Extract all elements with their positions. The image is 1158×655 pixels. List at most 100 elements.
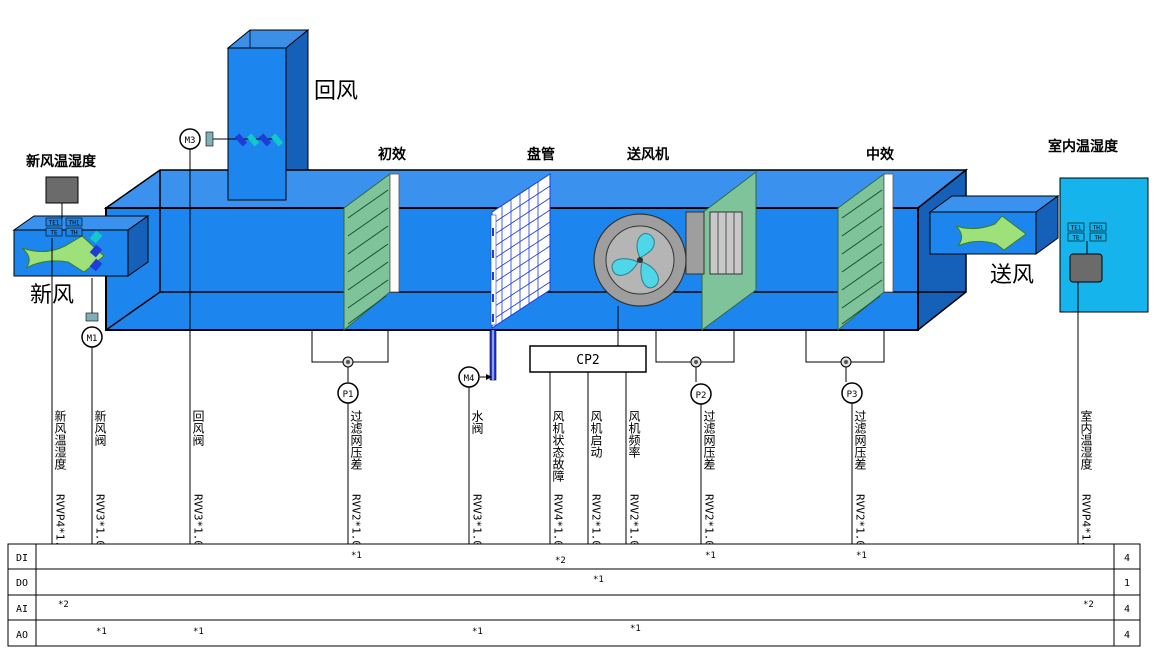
point-name: 回风阀	[191, 410, 205, 447]
io-row-type: DO	[16, 578, 28, 589]
point-name: 风机频率	[627, 410, 641, 458]
fresh-air-damper-icon	[89, 230, 103, 272]
medium-filter-dp-tap	[805, 330, 885, 382]
fresh-air-th-sensor: TE1 TH1 TE TH	[45, 176, 83, 237]
point-name: 风机启动	[589, 410, 603, 458]
io-row-type: AI	[16, 604, 28, 615]
te-tag: TE	[50, 230, 58, 237]
medium-filter-icon	[837, 173, 894, 332]
point-cable: RVVP4*1.0	[54, 494, 67, 554]
point-cable: RVV2*1.0	[703, 494, 716, 547]
svg-text:M4: M4	[464, 374, 475, 384]
io-mark: *2	[555, 556, 566, 566]
point-cable: RVV2*1.0	[628, 494, 641, 547]
point-name: 风机状态故障	[551, 410, 565, 482]
m3-actuator: M3	[179, 128, 201, 150]
supply-air-arrow-icon	[955, 215, 1027, 251]
point-name: 室内温湿度	[1079, 409, 1093, 470]
point-label: 新风阀 RVV3*1.0	[93, 409, 107, 547]
point-name: 过滤网压差	[702, 410, 716, 470]
io-row-count: 4	[1124, 553, 1130, 564]
point-label: 过滤网压差 RVV2*1.0	[853, 410, 867, 547]
io-mark: *1	[705, 551, 716, 561]
p3-sensor: P3	[841, 382, 863, 404]
point-label: 过滤网压差 RVV2*1.0	[349, 410, 363, 547]
cp2-box	[529, 345, 647, 373]
io-row-count: 4	[1124, 604, 1130, 615]
io-mark: *1	[630, 624, 641, 634]
point-labels: 新风温湿度 RVVP4*1.0 新风阀 RVV3*1.0 回风阀 RVV3*1.0 过滤网压…	[53, 409, 1093, 554]
point-cable: RVV2*1.0	[590, 494, 603, 547]
point-cable: RVV3*1.0	[94, 494, 107, 547]
io-table-marks: *1 *2 *2 *1 *1 *1 *1 *1 *1 *1 *2	[58, 551, 1094, 637]
io-mark: *1	[856, 551, 867, 561]
point-cable: RVV4*1.0	[552, 494, 565, 547]
svg-text:P2: P2	[696, 391, 707, 401]
io-mark: *2	[1083, 600, 1094, 610]
indoor-th-tag: TH	[1094, 235, 1102, 242]
p2-sensor: P2	[690, 383, 712, 405]
signal-wires	[51, 149, 1079, 632]
indoor-te-tag: TE	[1072, 235, 1080, 242]
point-name: 新风温湿度	[53, 409, 67, 470]
coil-label: 盘管	[527, 146, 555, 163]
io-mark: *1	[96, 627, 107, 637]
supply-fan-icon	[593, 170, 757, 346]
point-cable: RVV3*1.0	[192, 494, 205, 547]
point-label: 风机状态故障 RVV4*1.0	[551, 410, 565, 547]
point-label: 水阀 RVV3*1.0	[470, 410, 484, 547]
supply-air-label: 送风	[990, 263, 1034, 288]
svg-text:P1: P1	[343, 390, 354, 400]
coil-icon	[489, 173, 551, 381]
point-cable: RVV2*1.0	[854, 494, 867, 547]
primary-filter-dp-tap	[311, 330, 389, 382]
primary-filter-label: 初效	[378, 146, 407, 163]
io-row-type: AO	[16, 630, 28, 641]
indoor-th1-tag: TH1	[1093, 225, 1104, 232]
return-air-label: 回风	[314, 79, 358, 104]
svg-text:M3: M3	[185, 136, 196, 146]
fan-dp-tap	[655, 330, 735, 382]
point-name: 过滤网压差	[853, 410, 867, 470]
fresh-air-th-label: 新风温湿度	[26, 153, 97, 170]
return-air-damper-icon	[205, 131, 284, 147]
indoor-te1-tag: TE1	[1071, 225, 1082, 232]
io-mark: *1	[351, 551, 362, 561]
point-name: 水阀	[470, 410, 484, 435]
m4-actuator: M4	[458, 366, 480, 388]
p1-sensor: P1	[337, 382, 359, 404]
point-name: 过滤网压差	[349, 410, 363, 470]
point-cable: RVVP4*1.0	[1080, 494, 1093, 554]
point-cable: RVV3*1.0	[471, 494, 484, 547]
point-cable: RVV2*1.0	[350, 494, 363, 547]
indoor-th-label: 室内温湿度	[1048, 138, 1119, 155]
point-label: 过滤网压差 RVV2*1.0	[702, 410, 716, 547]
th-tag: TH	[70, 230, 78, 237]
point-label: 风机启动 RVV2*1.0	[589, 410, 603, 547]
io-row-count: 1	[1124, 578, 1130, 589]
io-mark: *1	[193, 627, 204, 637]
io-mark: *2	[58, 600, 69, 610]
point-name: 新风阀	[93, 409, 107, 447]
fan-label: 送风机	[626, 146, 669, 163]
io-mark: *1	[472, 627, 483, 637]
io-table	[7, 543, 1141, 647]
point-label: 风机频率 RVV2*1.0	[627, 410, 641, 547]
io-row-type: DI	[16, 553, 28, 564]
svg-text:P3: P3	[847, 390, 858, 400]
svg-text:M1: M1	[87, 334, 98, 344]
medium-filter-label: 中效	[866, 146, 895, 163]
point-label: 新风温湿度 RVVP4*1.0	[53, 409, 67, 554]
m1-actuator: M1	[81, 326, 103, 348]
cp2-label: CP2	[576, 353, 599, 368]
point-label: 室内温湿度 RVVP4*1.0	[1079, 409, 1093, 554]
indoor-room: TE1 TH1 TE TH	[1059, 177, 1149, 313]
primary-filter-icon	[343, 173, 400, 332]
th1-tag: TH1	[69, 220, 80, 227]
te1-tag: TE1	[49, 220, 60, 227]
io-row-count: 4	[1124, 630, 1130, 641]
io-mark: *1	[593, 575, 604, 585]
fresh-air-arrow-icon	[21, 235, 105, 273]
